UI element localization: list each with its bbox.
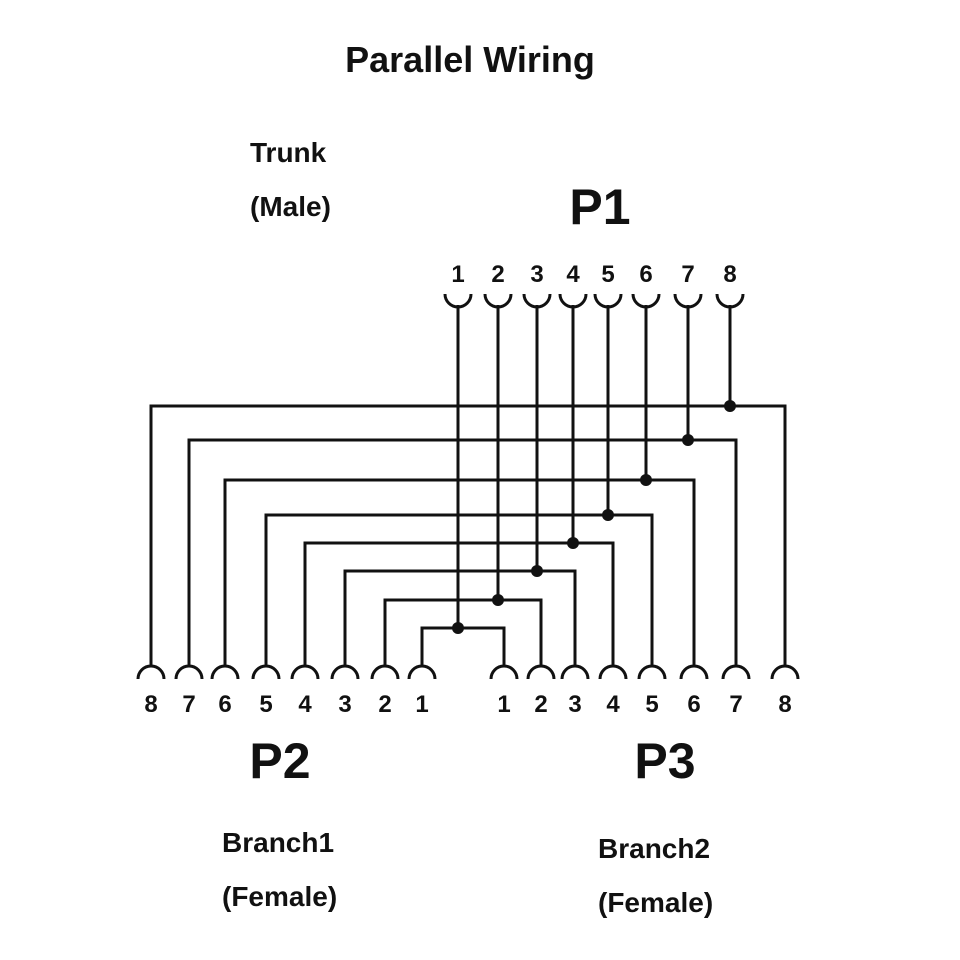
p1-socket-8 [715,293,745,309]
bus-wire-5 [264,513,654,665]
branch1-gender-label: (Female) [222,881,337,912]
bus-wire-7 [187,438,738,665]
p3-pin-label-2: 2 [534,691,547,718]
p1-socket-1 [443,293,473,309]
bus-wire-3 [343,569,577,665]
p2-pin-label-7: 7 [182,691,195,718]
p3-socket-4 [598,664,628,680]
p1-pin-label-8: 8 [723,261,736,288]
p2-socket-2 [370,664,400,680]
p3-pin-label-4: 4 [606,691,620,718]
bus-wire-4 [303,541,615,665]
p3-socket-3 [560,664,590,680]
p3-socket-1 [489,664,519,680]
p2-pin-label-4: 4 [298,691,312,718]
p1-connector-label: P1 [569,179,630,235]
junctions-layer [452,400,736,634]
p3-socket-7 [721,664,751,680]
p2-socket-5 [251,664,281,680]
p3-socket-5 [637,664,667,680]
junction-dot-7 [682,434,694,446]
p2-pin-label-6: 6 [218,691,231,718]
p2-pin-label-5: 5 [259,691,272,718]
p2-connector-label: P2 [249,733,310,789]
sockets-layer [136,293,800,680]
p2-socket-7 [174,664,204,680]
junction-dot-1 [452,622,464,634]
p3-socket-8 [770,664,800,680]
bus-wire-8 [149,404,787,665]
junction-dot-4 [567,537,579,549]
p3-pin-label-1: 1 [497,691,510,718]
p1-pin-label-5: 5 [601,261,614,288]
wires-layer [149,305,787,665]
p2-socket-4 [290,664,320,680]
p3-socket-2 [526,664,556,680]
trunk-gender-label: (Male) [250,191,331,222]
p1-pin-label-1: 1 [451,261,464,288]
bus-wire-6 [223,478,696,665]
p2-pin-label-8: 8 [144,691,157,718]
p3-connector-label: P3 [634,733,695,789]
p1-pin-label-4: 4 [566,261,580,288]
p3-socket-6 [679,664,709,680]
p1-socket-3 [522,293,552,309]
branch2-label: Branch2 [598,833,710,864]
p3-pin-label-6: 6 [687,691,700,718]
p2-socket-8 [136,664,166,680]
p2-socket-3 [330,664,360,680]
branch1-label: Branch1 [222,827,334,858]
p3-pin-label-3: 3 [568,691,581,718]
junction-dot-2 [492,594,504,606]
p3-pin-label-8: 8 [778,691,791,718]
p1-socket-4 [558,293,588,309]
p1-pin-label-2: 2 [491,261,504,288]
branch2-gender-label: (Female) [598,887,713,918]
p3-pin-label-7: 7 [729,691,742,718]
p2-socket-6 [210,664,240,680]
junction-dot-8 [724,400,736,412]
p2-socket-1 [407,664,437,680]
p1-pin-label-7: 7 [681,261,694,288]
junction-dot-3 [531,565,543,577]
p1-socket-5 [593,293,623,309]
p1-socket-7 [673,293,703,309]
junction-dot-6 [640,474,652,486]
diagram-title: Parallel Wiring [345,39,595,80]
p1-socket-2 [483,293,513,309]
p1-pin-label-3: 3 [530,261,543,288]
junction-dot-5 [602,509,614,521]
p3-pin-label-5: 5 [645,691,658,718]
p2-pin-label-3: 3 [338,691,351,718]
bus-wire-1 [420,626,506,665]
bus-wire-2 [383,598,543,665]
p1-pin-label-6: 6 [639,261,652,288]
p2-pin-label-2: 2 [378,691,391,718]
p2-pin-label-1: 1 [415,691,428,718]
trunk-label: Trunk [250,137,327,168]
p1-socket-6 [631,293,661,309]
